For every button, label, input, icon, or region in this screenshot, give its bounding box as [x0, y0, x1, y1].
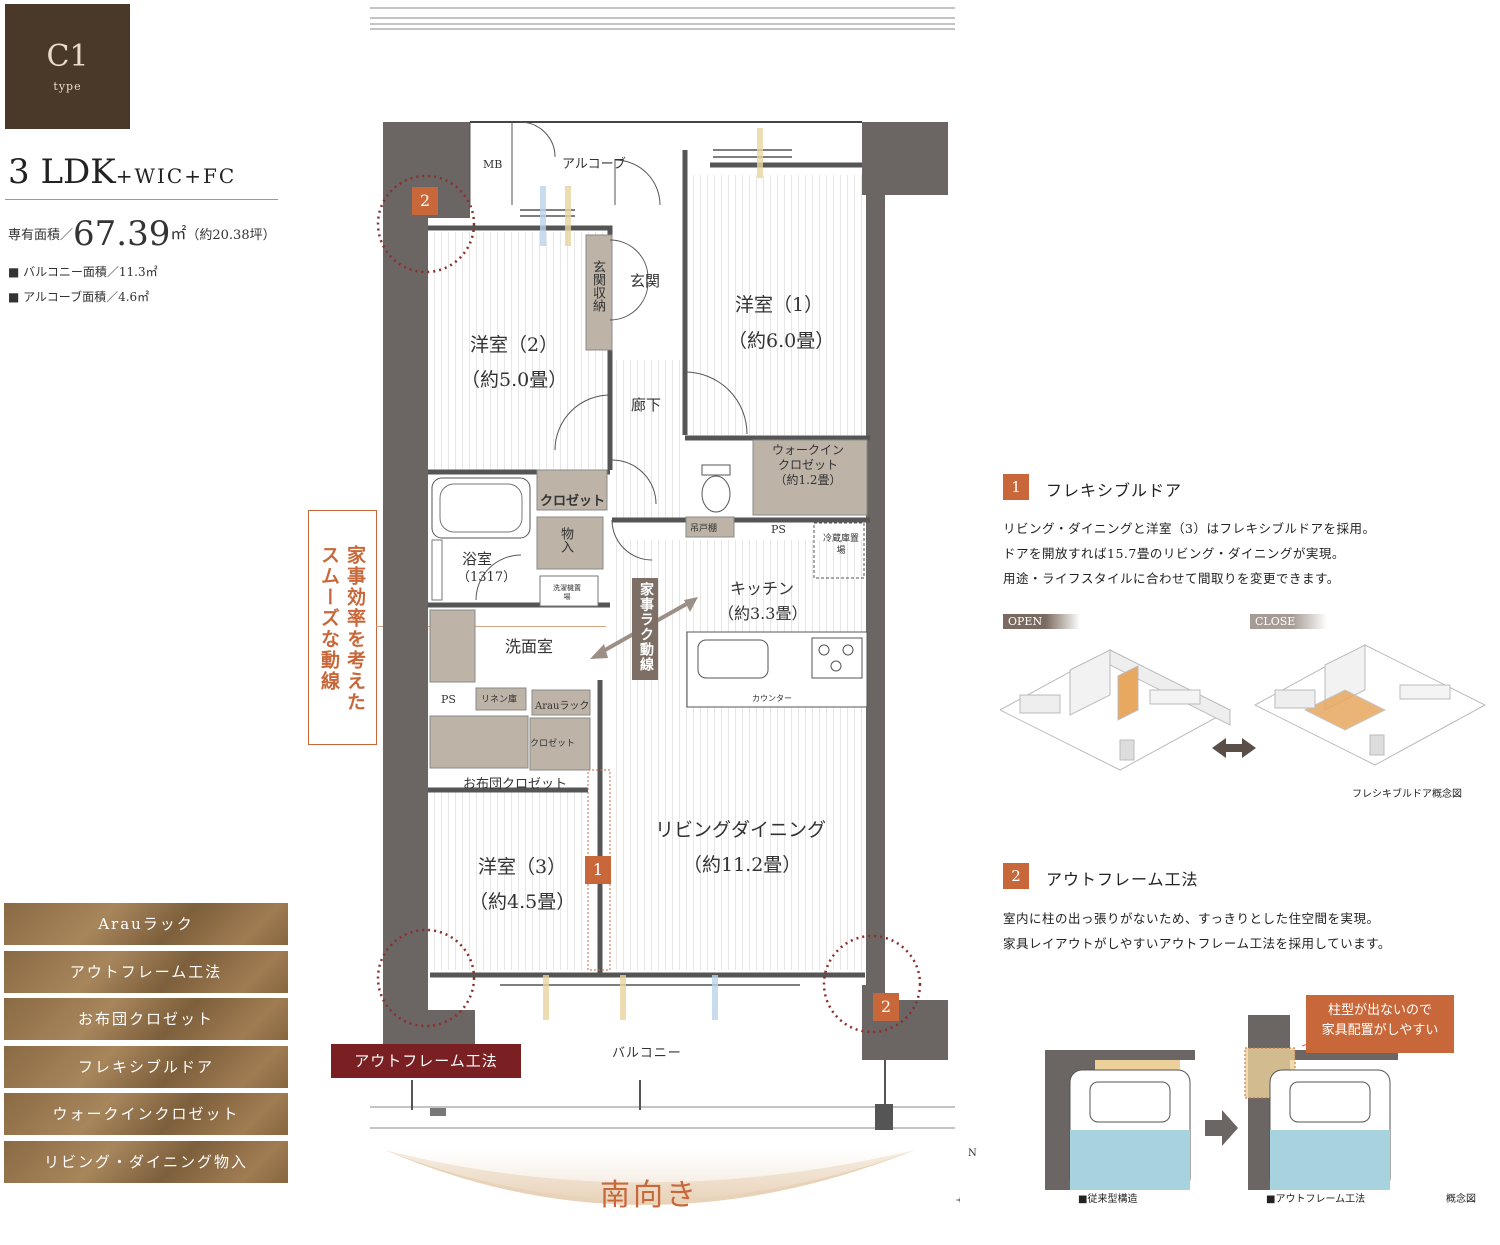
close-tag: CLOSE: [1250, 614, 1327, 629]
room-western1-size: （約6.0畳）: [728, 330, 835, 352]
kitchen-size: （約3.3畳）: [718, 604, 808, 623]
floor-plan: [370, 7, 960, 1205]
dead-space-label: DEAD SPACE: [1110, 1070, 1156, 1102]
type-badge: C1 type: [5, 4, 130, 129]
section1-desc-line: 用途・ライフスタイルに合わせて間取りを変更できます。: [1003, 571, 1340, 586]
section1-desc-line: リビング・ダイニングと洋室（3）はフレキシブルドアを採用。: [1003, 521, 1376, 536]
ps-label-kitchen: PS: [771, 523, 786, 536]
callout-col1: 家事効率を考えた: [344, 545, 366, 713]
wic-label: ウォークイン クロゼット （約1.2畳）: [772, 443, 845, 487]
section1-desc: リビング・ダイニングと洋室（3）はフレキシブルドアを採用。 ドアを開放すれば15…: [1003, 516, 1375, 591]
open-tag: OPEN: [1003, 614, 1080, 629]
outframe-badge-top: 2: [412, 187, 438, 215]
balcony-area: ■ バルコニー面積／11.3㎡: [8, 265, 158, 279]
fridge-label: 冷蔵庫置場: [823, 534, 860, 556]
room-western3-size: （約4.5畳）: [469, 891, 576, 913]
living-dining-label: リビングダイニング: [655, 819, 827, 841]
section1-number: 1: [1003, 474, 1029, 500]
area-value: 67.39: [73, 214, 171, 254]
kaji-route-label: 家事ラク動線: [638, 582, 654, 672]
room-western2-label: 洋室（2）: [470, 334, 559, 356]
section2-number: 2: [1003, 863, 1029, 889]
corridor-label: 廊下: [631, 396, 662, 414]
bath-label: 浴室: [462, 550, 493, 568]
hanging-shelf-label: 吊戸棚: [690, 524, 718, 534]
feature-button-futon[interactable]: お布団クロゼット: [4, 998, 288, 1040]
bath-size: （1317）: [457, 570, 517, 585]
callout-col2: スムーズな動線: [318, 545, 340, 692]
ps-label-wash: PS: [441, 693, 456, 706]
feature-button-outframe[interactable]: アウトフレーム工法: [4, 951, 288, 993]
feature-button-arau[interactable]: Arauラック: [4, 903, 288, 945]
room-western3-label: 洋室（3）: [478, 856, 567, 878]
outframe-tag: アウトフレーム工法: [331, 1044, 521, 1078]
arau-rack-label: Arauラック: [535, 701, 590, 712]
flexdoor-illustration: [1000, 644, 1487, 771]
area-label: 専有面積／: [8, 228, 74, 243]
outframe-illustration: [1045, 1015, 1398, 1190]
area-line: 専有面積／67.39㎡（約20.38坪）: [8, 214, 276, 254]
section2-desc: 室内に柱の出っ張りがないため、すっきりとした住空間を実現。 家具レイアウトがしや…: [1003, 906, 1391, 956]
plan-title: 3 LDK+WIC+FC: [8, 152, 236, 192]
storage-label: 物入: [558, 527, 573, 553]
genkan-label: 玄関: [630, 272, 661, 290]
kaji-route-tag: 家事ラク動線: [632, 578, 658, 680]
area-unit: ㎡: [170, 224, 187, 243]
alcove-area: ■ アルコーブ面積／4.6㎡: [8, 290, 150, 304]
flexdoor-caption: フレシキブルドア概念図: [1352, 789, 1462, 800]
futon-closet-label: お布団クロゼット: [463, 777, 568, 792]
feature-button-ld-storage[interactable]: リビング・ダイニング物入: [4, 1141, 288, 1183]
washroom-label: 洗面室: [505, 637, 554, 656]
balcony-label: バルコニー: [612, 1046, 682, 1061]
closet2-label: クロゼット: [530, 739, 576, 749]
kitchen-label: キッチン: [730, 579, 795, 598]
section2-title: アウトフレーム工法: [1046, 870, 1199, 889]
feature-button-flexdoor[interactable]: フレキシブルドア: [4, 1046, 288, 1088]
genkan-storage-label: 玄関収納: [590, 260, 605, 312]
section2-desc-line: 家具レイアウトがしやすいアウトフレーム工法を採用しています。: [1003, 936, 1391, 951]
divider: [5, 199, 278, 200]
washer-label: 洗濯機置場: [553, 584, 581, 601]
plan-main: 3 LDK: [8, 152, 116, 192]
room-western1-label: 洋室（1）: [735, 294, 824, 316]
callout-line: [376, 626, 606, 627]
type-code: C1: [46, 39, 89, 74]
mb-label: MB: [483, 158, 503, 171]
outframe-note: 柱型が出ないので 家具配置がしやすい: [1306, 995, 1454, 1053]
compass-north: N: [968, 1148, 977, 1159]
flexdoor-badge: 1: [585, 856, 611, 884]
feature-button-wic[interactable]: ウォークインクロゼット: [4, 1093, 288, 1135]
type-sub: type: [53, 80, 82, 93]
south-facing-label: 南向き: [600, 1178, 699, 1213]
closet-label: クロゼット: [540, 494, 606, 509]
concept-caption: 概念図: [1446, 1194, 1476, 1205]
linen-label: リネン庫: [481, 695, 518, 705]
alcove-label: アルコーブ: [562, 157, 626, 172]
conventional-caption: ■従来型構造: [1078, 1194, 1138, 1205]
area-tsubo: （約20.38坪）: [186, 228, 276, 243]
outframe-caption: ■アウトフレーム工法: [1266, 1194, 1366, 1205]
counter-label: カウンター: [752, 694, 792, 703]
plan-suffix: +WIC+FC: [115, 164, 237, 188]
outframe-note-text: 柱型が出ないので 家具配置がしやすい: [1321, 1003, 1439, 1038]
section2-desc-line: 室内に柱の出っ張りがないため、すっきりとした住空間を実現。: [1003, 911, 1380, 926]
living-dining-size: （約11.2畳）: [683, 854, 802, 876]
section1-desc-line: ドアを開放すれば15.7畳のリビング・ダイニングが実現。: [1003, 546, 1345, 561]
section1-title: フレキシブルドア: [1046, 481, 1183, 500]
outframe-badge-bottom: 2: [873, 993, 899, 1021]
room-western2-size: （約5.0畳）: [461, 369, 568, 391]
callout-box: 家事効率を考えた スムーズな動線: [308, 510, 377, 745]
